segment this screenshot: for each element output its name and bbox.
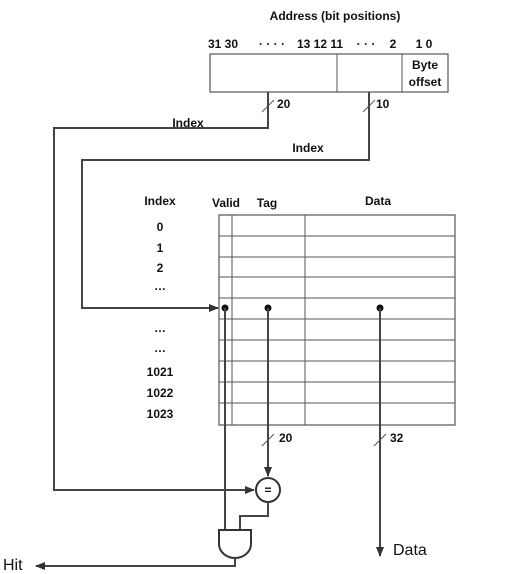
byte-offset-label-1: Byte <box>412 58 438 72</box>
row-index: … <box>154 341 166 355</box>
bit-label-1-0: 1 0 <box>416 37 433 51</box>
compare-result-wire <box>239 502 269 530</box>
and-gate <box>218 529 252 559</box>
tag-out-bus-slash <box>261 433 275 447</box>
row-index: … <box>154 279 166 293</box>
bit-label-2: 2 <box>390 37 397 51</box>
row-index: 1023 <box>147 407 174 421</box>
index-wire-label-top: Index <box>172 116 204 130</box>
bit-label-13-12-11: 13 12 11 <box>297 37 343 51</box>
row-index: 1021 <box>147 365 174 379</box>
hit-label: Hit <box>3 557 23 574</box>
tag-wire <box>53 92 269 494</box>
row-index: 2 <box>157 261 164 275</box>
column-header-tag: Tag <box>257 196 277 210</box>
tag-bus-width: 20 <box>277 97 291 111</box>
row-index: … <box>154 321 166 335</box>
tag-out-bus-width: 20 <box>279 431 293 445</box>
index-bus-slash <box>362 99 376 113</box>
row-index: 0 <box>157 220 164 234</box>
bit-label-dots-2: · · · <box>357 37 376 51</box>
byte-offset-label-2: offset <box>409 75 442 89</box>
bit-label-dots-1: · · · · <box>259 37 285 51</box>
index-wire-label-bottom: Index <box>292 141 324 155</box>
address-title: Address (bit positions) <box>270 9 401 23</box>
table-row-lines <box>219 235 455 404</box>
row-index-labels: 0 1 2 … … … 1021 1022 1023 <box>147 220 174 421</box>
column-header-index: Index <box>144 194 176 208</box>
address-register <box>209 53 449 93</box>
comparator-symbol: = <box>264 483 271 497</box>
data-out-bus-slash <box>373 433 387 447</box>
index-wire <box>81 92 370 312</box>
row-index: 1022 <box>147 386 174 400</box>
bit-label-31-30: 31 30 <box>208 37 238 51</box>
column-header-data: Data <box>365 194 391 208</box>
data-out-bus-width: 32 <box>390 431 404 445</box>
hit-wire <box>35 558 236 570</box>
index-bus-width: 10 <box>376 97 390 111</box>
column-header-valid: Valid <box>212 196 240 210</box>
data-label: Data <box>393 542 427 559</box>
tag-bus-slash <box>261 99 275 113</box>
row-index: 1 <box>157 241 164 255</box>
cache-table <box>218 214 456 426</box>
